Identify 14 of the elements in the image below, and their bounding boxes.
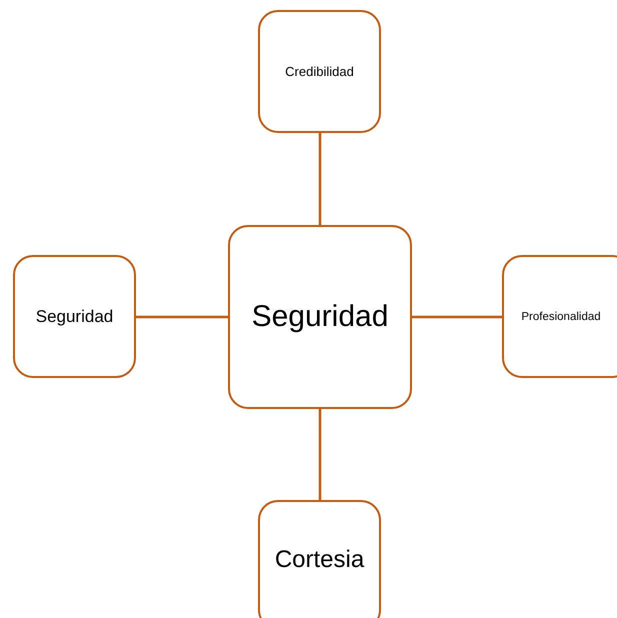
box-label: Profesionalidad	[521, 310, 601, 322]
rounded-box	[258, 10, 381, 133]
rounded-box	[258, 500, 381, 618]
connector-line	[318, 409, 322, 500]
box-label: Seguridad	[36, 306, 114, 326]
rounded-box	[228, 225, 412, 409]
connector-line	[412, 316, 502, 318]
rounded-box	[502, 255, 617, 378]
connector-line	[136, 316, 228, 318]
box-label: Cortesia	[274, 546, 364, 574]
box-label: Seguridad	[252, 300, 388, 334]
rounded-box	[13, 255, 136, 378]
box-label: Credibilidad	[285, 64, 354, 79]
connector-line	[318, 133, 322, 225]
